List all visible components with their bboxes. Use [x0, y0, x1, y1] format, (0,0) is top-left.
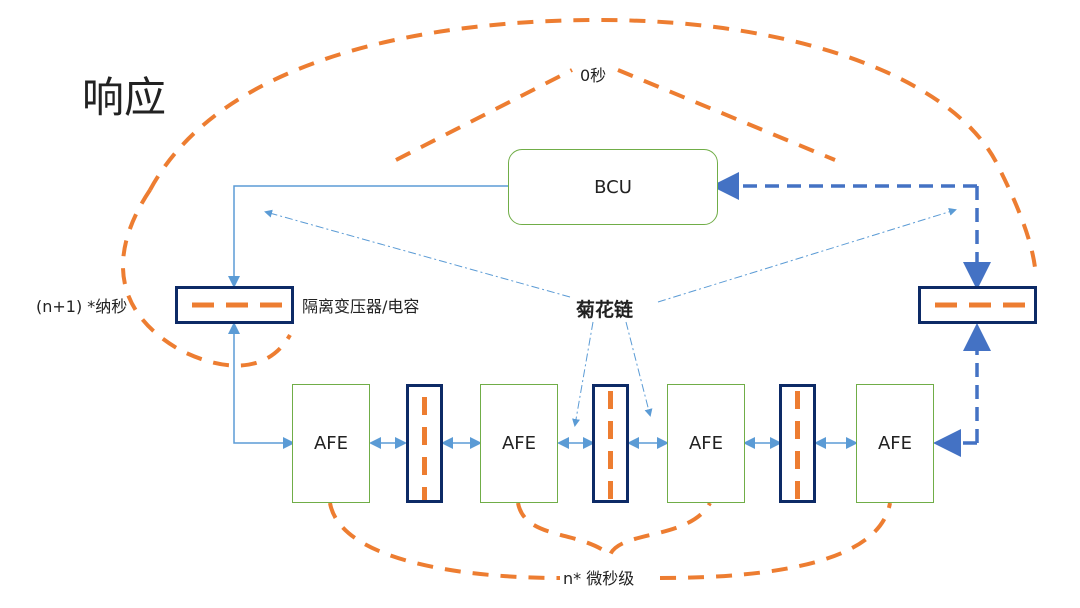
afe-node-2: AFE	[480, 384, 558, 503]
chain-isolator-3	[779, 384, 816, 503]
zero-second-arc-left	[395, 68, 573, 162]
left-isolator	[175, 286, 294, 324]
isolator-dash	[935, 302, 1036, 308]
microseconds-label: n* 微秒级	[563, 569, 635, 588]
outer-response-arc	[148, 17, 1038, 279]
outer-response-arc-left	[121, 188, 292, 368]
nanoseconds-label: (n+1) *纳秒	[36, 297, 128, 316]
afe-label: AFE	[877, 433, 913, 454]
afe-label: AFE	[313, 433, 349, 454]
afe-node-1: AFE	[292, 384, 370, 503]
daisy-pointer-down-right	[625, 321, 653, 417]
zero-second-arc-right	[617, 68, 836, 162]
daisy-chain-label: 菊花链	[576, 299, 634, 321]
bottom-inner-arc	[516, 501, 712, 559]
afe-node-4: AFE	[856, 384, 934, 503]
isolation-label: 隔离变压器/电容	[302, 297, 420, 316]
daisy-pointer-left	[264, 209, 571, 298]
bottom-outer-arc	[328, 502, 892, 580]
title: 响应	[82, 73, 167, 122]
bcu-node: BCU	[508, 149, 718, 225]
isolator-dash	[795, 391, 800, 500]
bcu-label: BCU	[594, 176, 632, 198]
zero-seconds-label: 0秒	[580, 66, 607, 85]
afe-node-3: AFE	[667, 384, 745, 503]
right-isolator	[918, 286, 1037, 324]
iso-to-afe-link	[228, 322, 295, 449]
daisy-pointer-down-left	[572, 321, 594, 427]
chain-isolator-2	[592, 384, 629, 503]
afe-label: AFE	[688, 433, 724, 454]
isolator-dash	[608, 391, 613, 500]
bcu-left-link	[228, 185, 508, 288]
chain-isolator-1	[406, 384, 443, 503]
afe-label: AFE	[501, 433, 537, 454]
isolator-dash	[422, 397, 427, 500]
daisy-pointer-right	[657, 207, 957, 303]
isolator-dash	[192, 302, 293, 308]
